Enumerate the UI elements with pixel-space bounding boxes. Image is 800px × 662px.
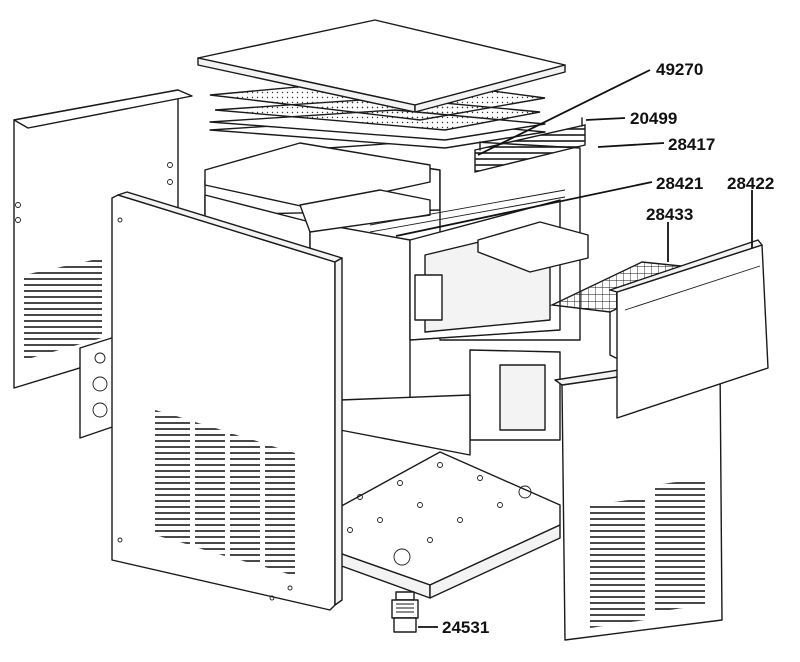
- filter-bracket-49270: [474, 117, 586, 173]
- label-20499: 20499: [630, 109, 677, 128]
- label-49270: 49270: [656, 60, 703, 79]
- label-28421: 28421: [656, 174, 703, 193]
- drain-fitting-24531: [391, 591, 419, 633]
- part-labels: 49270 20499 28417 28421 28422 28433 2453…: [442, 60, 774, 637]
- leader-49270: [477, 69, 651, 156]
- base-floor: [324, 451, 561, 599]
- front-left-panel: [111, 191, 343, 611]
- leader-20499: [585, 117, 626, 121]
- label-24531: 24531: [442, 618, 489, 637]
- label-28433: 28433: [646, 205, 693, 224]
- storage-bin-rear: [469, 349, 561, 441]
- label-28417: 28417: [668, 135, 715, 154]
- front-right-panel: [554, 354, 723, 641]
- label-28422: 28422: [727, 174, 774, 193]
- leader-lines: [395, 69, 753, 628]
- door-panel-28422: [609, 239, 769, 419]
- leader-28417: [597, 142, 665, 148]
- leader-28421: [395, 181, 653, 237]
- top-lid-stack: [197, 19, 566, 149]
